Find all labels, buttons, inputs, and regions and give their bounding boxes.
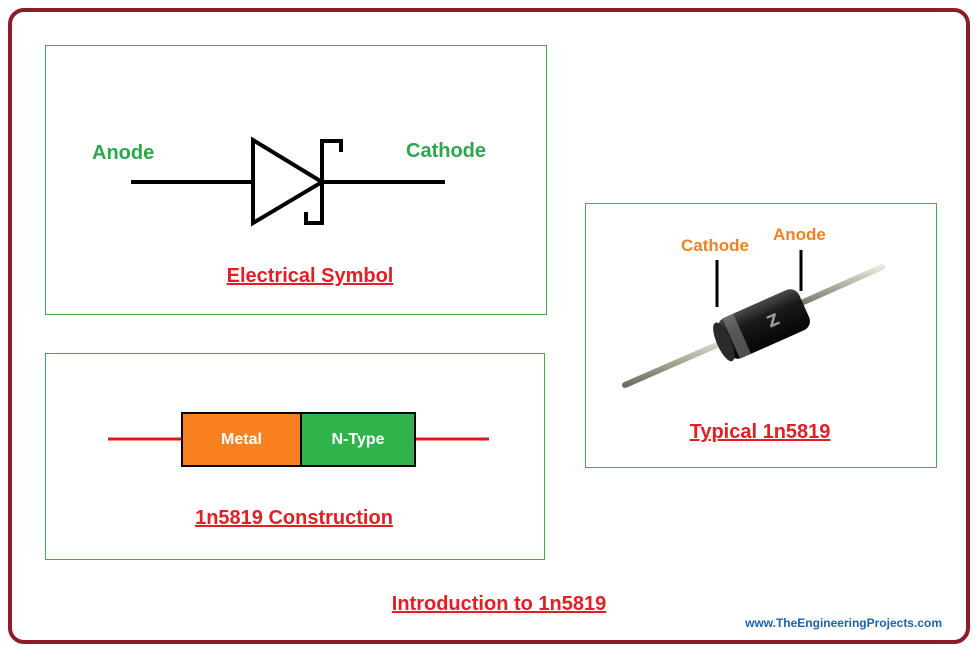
metal-block: Metal bbox=[181, 412, 302, 467]
metal-label: Metal bbox=[221, 430, 262, 448]
symbol-triangle bbox=[251, 136, 326, 227]
photo-anode-label: Anode bbox=[773, 225, 826, 244]
photo-caption: Typical 1n5819 bbox=[689, 421, 831, 443]
symbol-caption: Electrical Symbol bbox=[226, 265, 394, 287]
photo-left-lead bbox=[622, 334, 738, 388]
ntype-label: N-Type bbox=[331, 430, 385, 448]
watermark: www.TheEngineeringProjects.com bbox=[745, 616, 942, 630]
ntype-block: N-Type bbox=[300, 412, 416, 467]
photo-cathode-band bbox=[722, 313, 752, 359]
construction-caption: 1n5819 Construction bbox=[195, 507, 393, 529]
photo-right-lead bbox=[787, 264, 885, 311]
page-title: Introduction to 1n5819 bbox=[391, 593, 607, 615]
symbol-anode-label: Anode bbox=[92, 142, 155, 164]
photo-cathode-label: Cathode bbox=[681, 236, 749, 255]
symbol-cathode-label: Cathode bbox=[406, 140, 486, 162]
